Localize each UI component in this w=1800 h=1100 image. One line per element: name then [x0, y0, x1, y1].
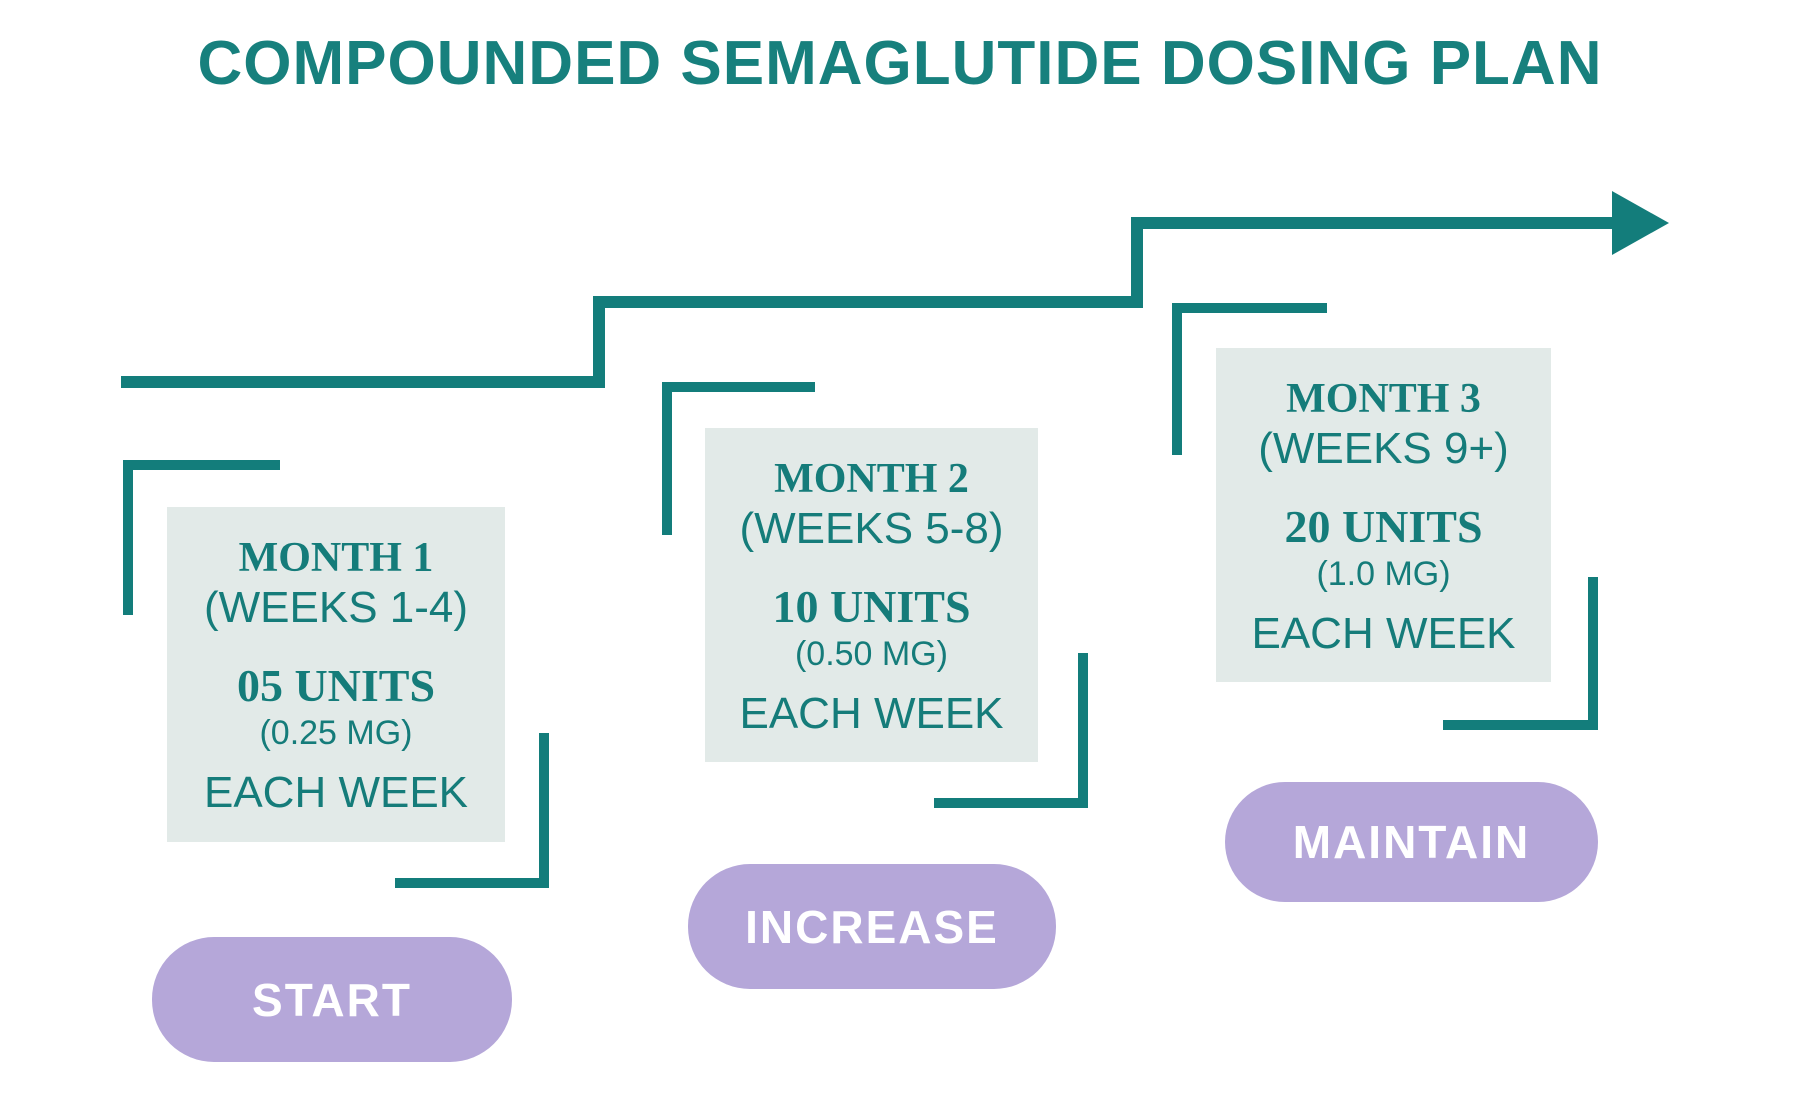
month-1-weeks-label: (WEEKS 1-4) [203, 583, 469, 633]
step-line-3 [1131, 217, 1612, 229]
month-1-top-bracket-vertical [123, 460, 133, 615]
month-1-units-label: 05 UNITS [236, 659, 436, 711]
month-2-card: MONTH 2 (WEEKS 5-8) 10 UNITS (0.50 MG) E… [705, 428, 1038, 762]
month-3-top-bracket-horizontal [1172, 303, 1327, 313]
month-1-mg-label: (0.25 MG) [259, 713, 413, 752]
month-3-bottom-bracket-horizontal [1443, 720, 1598, 730]
month-2-weeks-label: (WEEKS 5-8) [739, 504, 1004, 554]
month-2-top-bracket-horizontal [662, 382, 815, 392]
step-riser-2 [1131, 217, 1143, 308]
step-line-2 [593, 296, 1143, 308]
maintain-button[interactable]: MAINTAIN [1225, 782, 1598, 902]
month-3-label: MONTH 3 [1286, 376, 1481, 422]
month-1-label: MONTH 1 [238, 535, 434, 581]
month-3-top-bracket-vertical [1172, 303, 1182, 455]
month-1-bottom-bracket-horizontal [395, 878, 549, 888]
month-3-mg-label: (1.0 MG) [1316, 554, 1451, 593]
month-3-frequency-label: EACH WEEK [1251, 608, 1516, 658]
arrow-head-icon [1612, 191, 1669, 255]
month-3-card: MONTH 3 (WEEKS 9+) 20 UNITS (1.0 MG) EAC… [1216, 348, 1551, 682]
month-2-units-label: 10 UNITS [772, 580, 971, 632]
month-1-frequency-label: EACH WEEK [203, 767, 469, 817]
step-line-1 [121, 376, 605, 388]
start-button[interactable]: START [152, 937, 512, 1062]
month-3-units-label: 20 UNITS [1284, 500, 1483, 552]
month-1-top-bracket-horizontal [123, 460, 280, 470]
month-3-weeks-label: (WEEKS 9+) [1258, 424, 1509, 474]
month-2-bottom-bracket-vertical [1078, 653, 1088, 808]
month-3-bottom-bracket-vertical [1588, 577, 1598, 730]
month-1-bottom-bracket-vertical [539, 733, 549, 888]
month-2-label: MONTH 2 [774, 456, 969, 502]
month-2-top-bracket-vertical [662, 382, 672, 535]
month-2-bottom-bracket-horizontal [934, 798, 1088, 808]
month-1-card: MONTH 1 (WEEKS 1-4) 05 UNITS (0.25 MG) E… [167, 507, 505, 842]
page-title: COMPOUNDED SEMAGLUTIDE DOSING PLAN [197, 29, 1603, 98]
step-riser-1 [593, 297, 605, 388]
month-2-mg-label: (0.50 MG) [794, 634, 949, 673]
month-2-frequency-label: EACH WEEK [739, 688, 1004, 738]
increase-button[interactable]: INCREASE [688, 864, 1056, 989]
